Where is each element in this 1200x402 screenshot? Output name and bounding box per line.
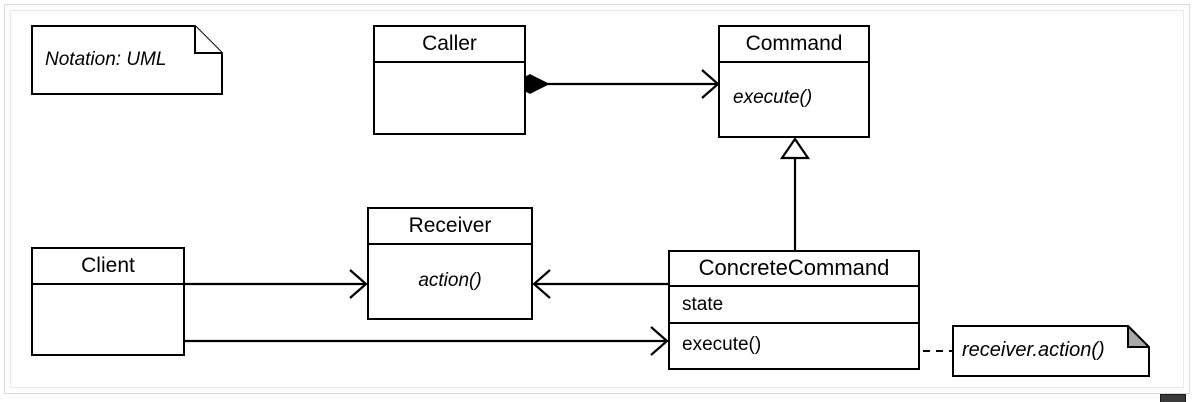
- class-title-client: Client: [33, 249, 183, 285]
- class-title-concretecommand: ConcreteCommand: [670, 252, 918, 287]
- class-attributes-client: [33, 285, 183, 357]
- class-box-command[interactable]: Command execute(): [718, 25, 870, 138]
- implementation-note[interactable]: receiver.action(): [952, 325, 1150, 377]
- notation-note-shape: [31, 25, 223, 95]
- class-attributes-caller: [375, 63, 524, 136]
- edge-client-concretecommand[interactable]: [185, 326, 669, 356]
- notation-note-label: Notation: UML: [45, 49, 167, 70]
- class-attribute-concretecommand-state: state: [670, 287, 918, 324]
- class-operation-command-execute: execute(): [733, 87, 813, 108]
- class-box-client[interactable]: Client: [31, 247, 185, 356]
- class-title-command: Command: [720, 27, 868, 63]
- class-operation-receiver-action: action(): [418, 270, 482, 291]
- edge-client-receiver[interactable]: [185, 269, 368, 299]
- edge-concretecommand-command[interactable]: [779, 137, 811, 252]
- class-title-caller: Caller: [375, 27, 524, 63]
- notation-note[interactable]: Notation: UML: [31, 25, 223, 95]
- edge-concretecommand-receiver[interactable]: [532, 269, 668, 299]
- class-box-concretecommand[interactable]: ConcreteCommand state execute(): [668, 250, 920, 370]
- class-box-caller[interactable]: Caller: [373, 25, 526, 135]
- class-title-receiver: Receiver: [369, 209, 531, 245]
- implementation-note-label: receiver.action(): [962, 339, 1105, 361]
- implementation-note-shape: [952, 325, 1150, 377]
- class-operation-concretecommand-execute: execute(): [682, 334, 762, 355]
- resize-handle[interactable]: [1160, 394, 1186, 402]
- class-box-receiver[interactable]: Receiver action(): [367, 207, 533, 320]
- edge-caller-command[interactable]: [510, 69, 720, 99]
